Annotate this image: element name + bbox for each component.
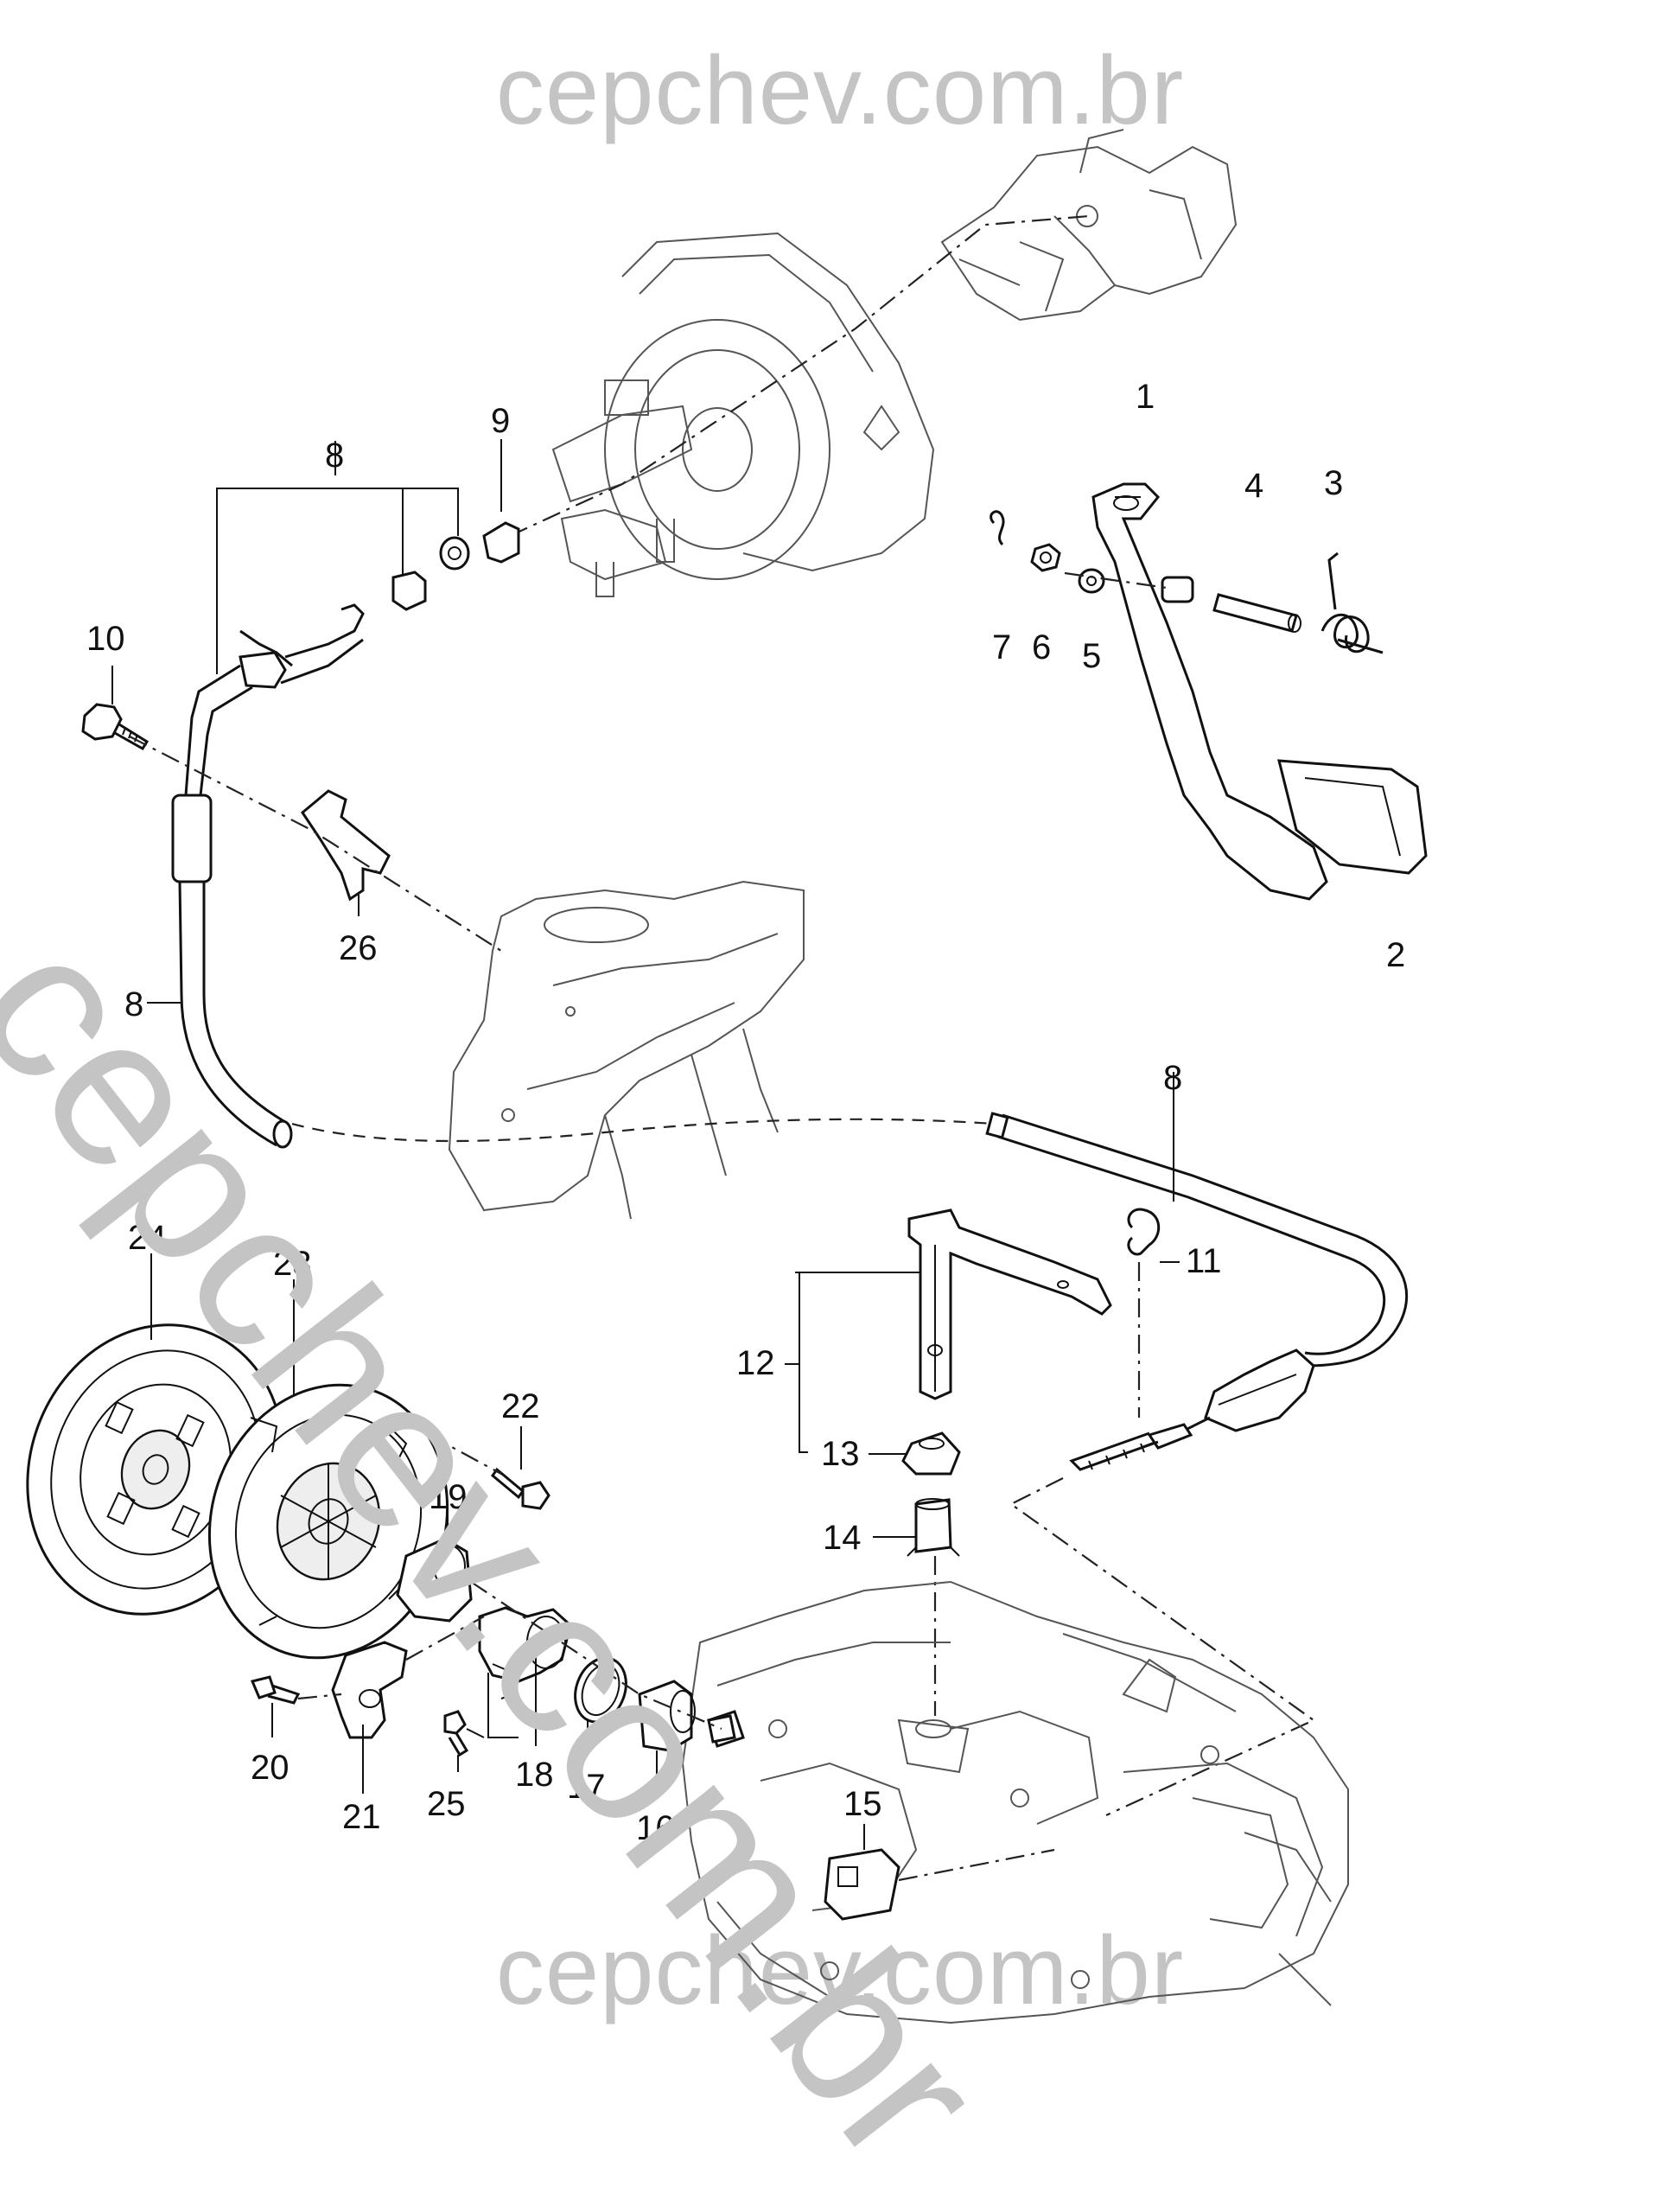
cable-bracket [301, 789, 391, 902]
clutch-cable-upper [81, 521, 520, 1149]
part-callout-numbers: 1 2 3 4 5 6 7 8 8 8 9 10 11 12 13 14 15 … [86, 378, 1405, 1847]
callout-7: 7 [992, 628, 1011, 666]
callout-19: 19 [429, 1478, 468, 1516]
callout-17: 17 [567, 1768, 606, 1806]
shaft-bushing [901, 1431, 961, 1476]
callout-26: 26 [339, 929, 378, 967]
callout-8-upper: 8 [325, 437, 344, 475]
cable-grommet [171, 794, 213, 883]
body-crossmember [448, 880, 805, 1220]
washer [1078, 568, 1105, 594]
callout-6: 6 [1032, 628, 1051, 666]
callout-25: 25 [427, 1785, 466, 1823]
callout-21: 21 [342, 1798, 381, 1836]
pedal-pad [1277, 759, 1428, 875]
callout-3: 3 [1324, 464, 1343, 502]
cable-routing-axis-upper [509, 214, 1090, 537]
callout-5: 5 [1082, 637, 1101, 675]
cable-bushing [391, 571, 427, 611]
bolt-head [81, 703, 123, 741]
callout-22: 22 [501, 1387, 540, 1425]
fork-and-bolts [250, 1616, 485, 1794]
callout-11: 11 [1186, 1242, 1222, 1280]
exploded-view-drawing: 1 2 3 4 5 6 7 8 8 8 9 10 11 12 13 14 15 … [26, 129, 1428, 2024]
cable-adjuster-boot [1204, 1348, 1315, 1432]
bushing-part-9 [482, 521, 520, 564]
callout-10: 10 [86, 620, 125, 658]
callout-13: 13 [821, 1435, 860, 1473]
retaining-clip [990, 510, 1005, 546]
return-spring [1320, 613, 1370, 654]
clutch-parts-diagram: cepchev.com.br cepchev.com.br [0, 36, 1428, 2204]
pedal-box-bracket [940, 129, 1238, 322]
callout-2: 2 [1386, 936, 1405, 974]
callout-20: 20 [251, 1749, 290, 1787]
shift-lever-boot [824, 1824, 1055, 1921]
cable-ring [439, 536, 470, 571]
callout-1: 1 [1136, 378, 1155, 416]
callout-8-left: 8 [124, 985, 143, 1023]
clutch-cable-lower [985, 1072, 1409, 1471]
pressure-plate-bolt [397, 1417, 550, 1510]
cable-routing-dashed [291, 1118, 995, 1143]
callout-12: 12 [736, 1344, 775, 1382]
callout-8-lower: 8 [1163, 1059, 1182, 1097]
leader-8a-bracket [216, 488, 459, 536]
leader-18-hook [487, 1673, 519, 1738]
release-fork-shaft [785, 1208, 1180, 1716]
callout-9: 9 [491, 402, 510, 440]
cable-to-gearbox-axis [1009, 1477, 1316, 1816]
watermark-top: cepchev.com.br [495, 36, 1185, 144]
callout-18: 18 [515, 1756, 554, 1794]
brake-booster-firewall [551, 232, 935, 597]
retaining-clip-11 [1127, 1208, 1161, 1256]
pedal-pivot-parts [990, 510, 1384, 654]
cable-end-fitting [239, 629, 293, 667]
pilot-bearing [470, 1581, 736, 1798]
callout-23: 23 [273, 1245, 312, 1283]
guide-sleeve [478, 1606, 572, 1746]
callout-24: 24 [128, 1219, 167, 1257]
release-bearing [396, 1513, 473, 1623]
o-ring [574, 1656, 627, 1755]
nut [1030, 543, 1061, 572]
callout-14: 14 [823, 1519, 862, 1557]
callout-16: 16 [636, 1809, 675, 1847]
leader-12-bracket [795, 1272, 920, 1453]
callout-4: 4 [1244, 467, 1263, 505]
clutch-pedal [1091, 482, 1428, 901]
pedal-bushing [1161, 576, 1194, 603]
watermark-bottom: cepchev.com.br [495, 1916, 1185, 2024]
pivot-pin [1212, 593, 1298, 633]
pressure-plate [207, 1279, 449, 1660]
callout-15: 15 [843, 1785, 882, 1823]
